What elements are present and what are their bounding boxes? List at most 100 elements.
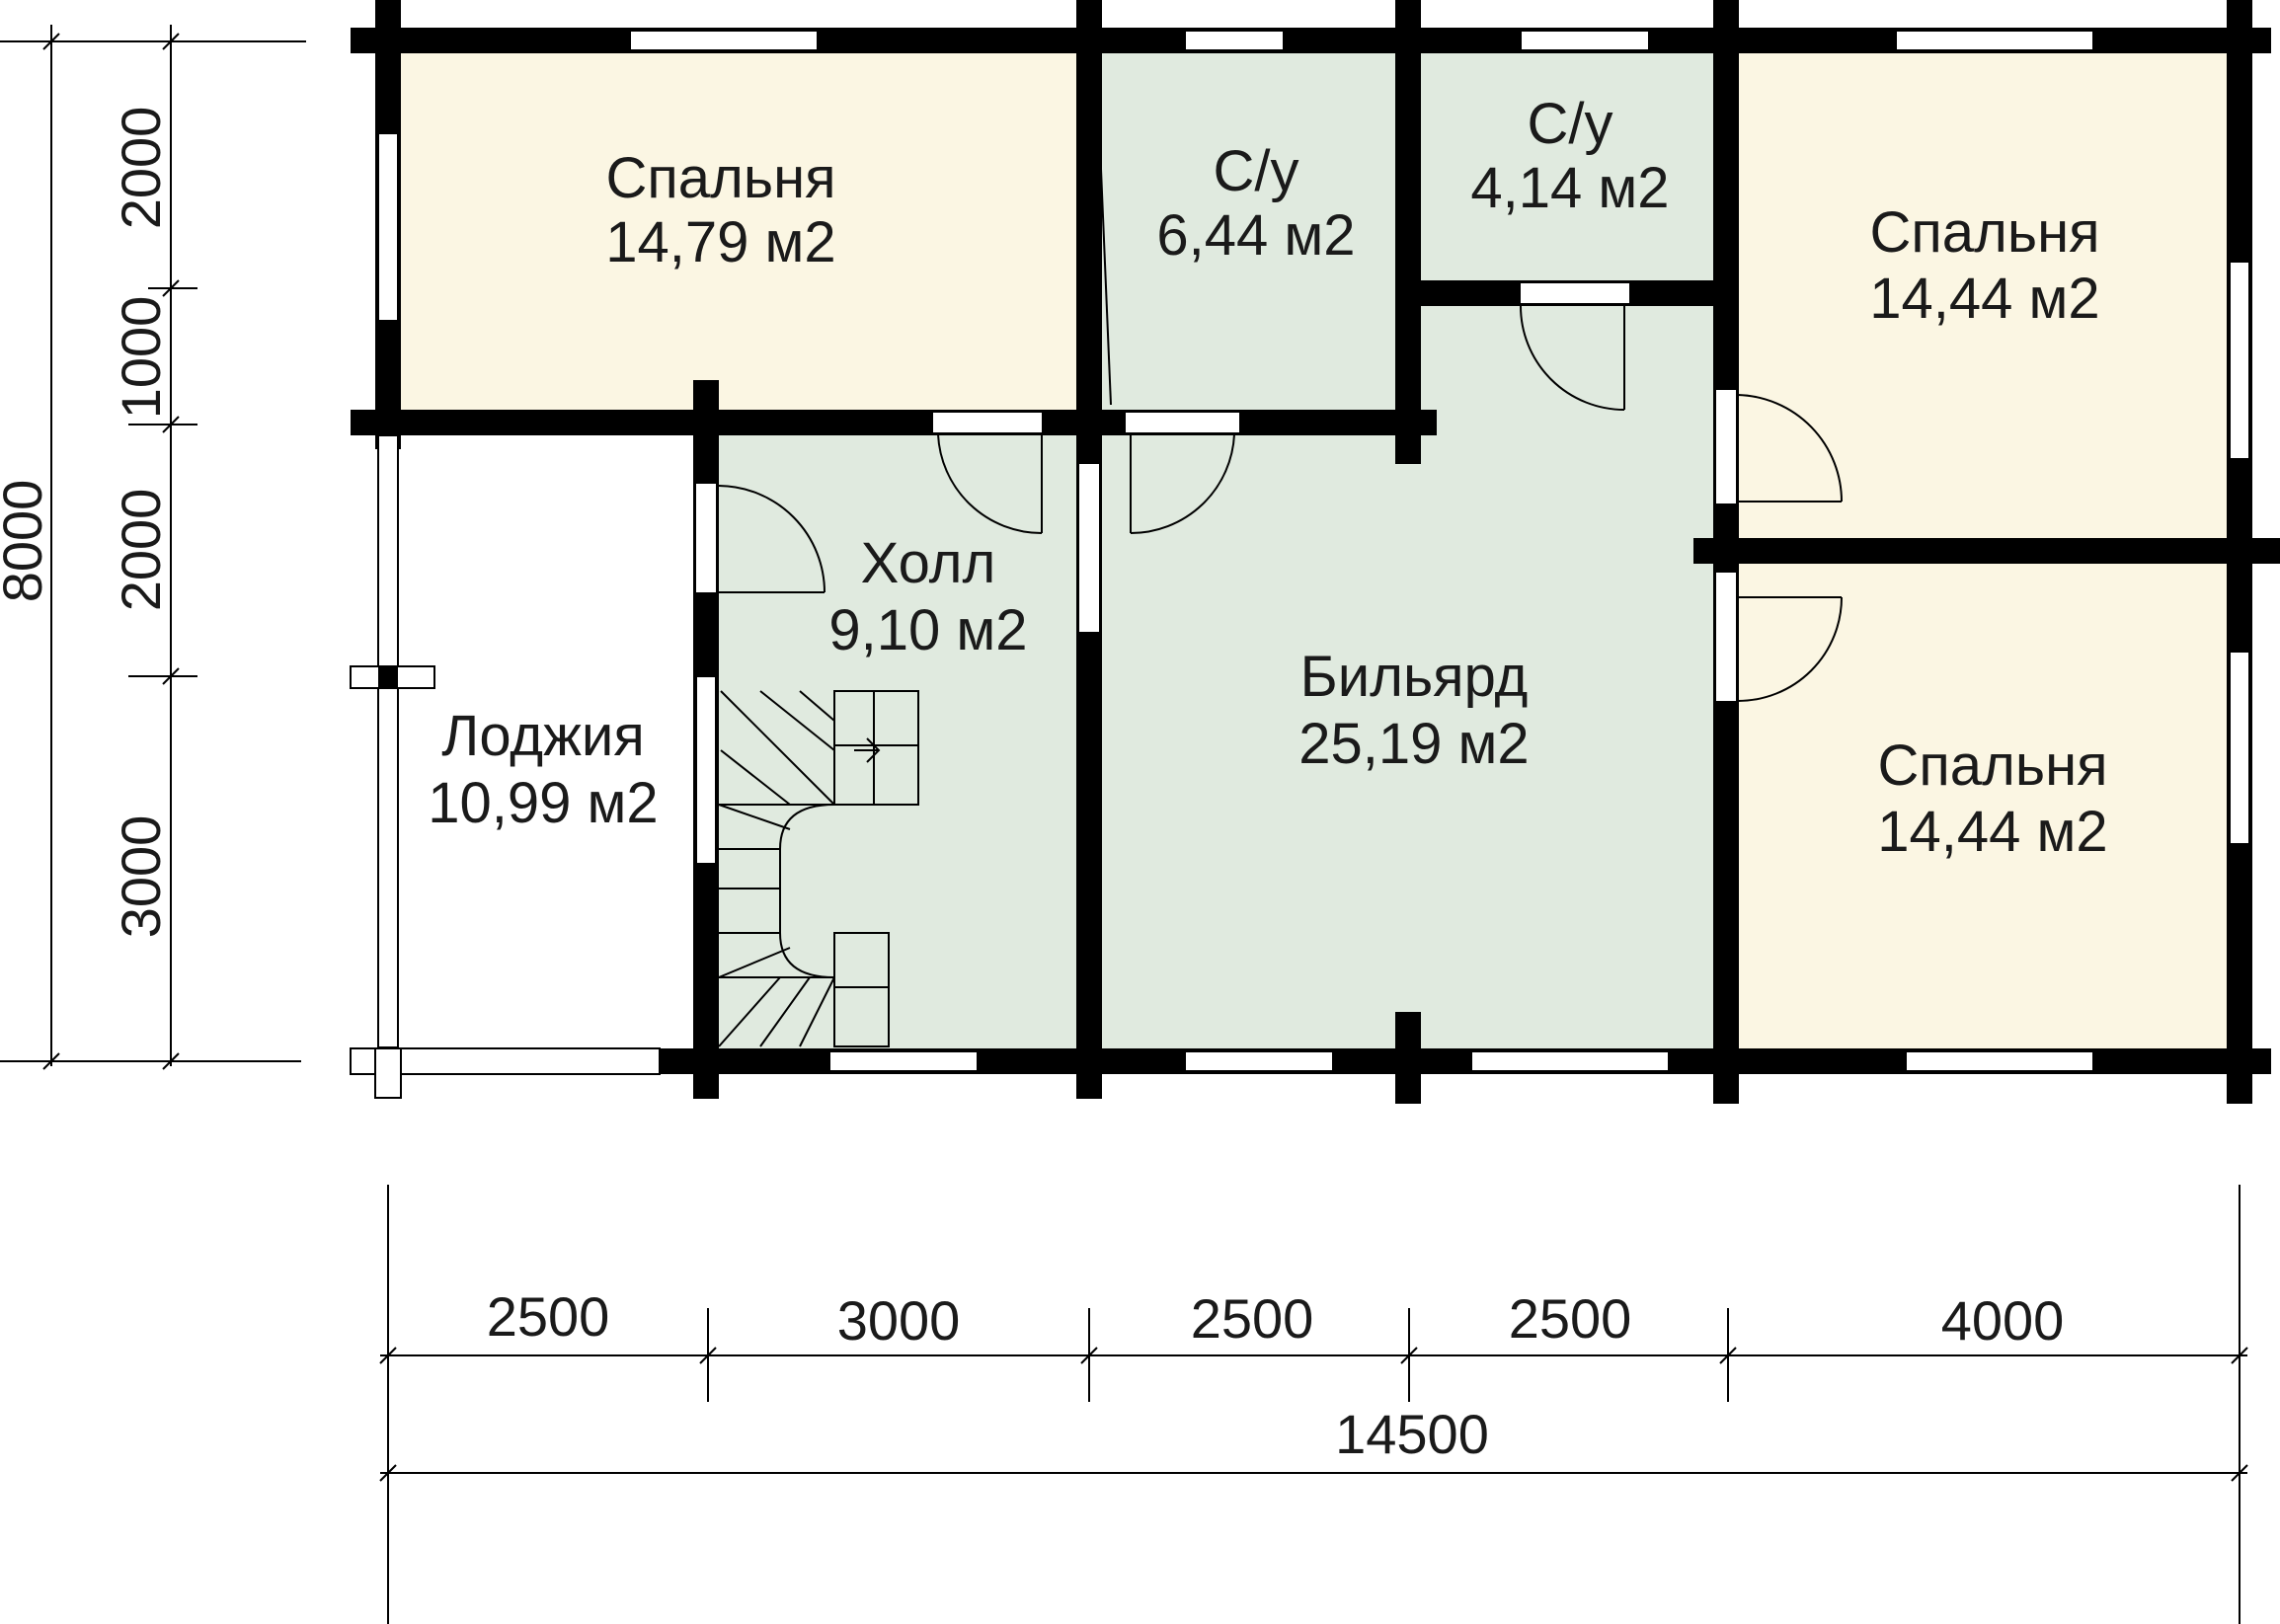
window-bottom-3	[1470, 1050, 1670, 1072]
dim-tick	[1080, 1347, 1098, 1364]
loggia-post-core	[378, 666, 398, 688]
room-name-bedroom-nw: Спальня	[605, 146, 835, 210]
stair-newel	[779, 804, 835, 978]
wall-mid-left	[351, 410, 1437, 435]
dim-bottom-seg-2: 3000	[837, 1289, 961, 1352]
dim-ticks	[379, 1347, 2248, 1482]
dim-tick	[42, 1052, 60, 1070]
loggia-bottom-rail	[397, 1047, 661, 1075]
stair-winders-lower	[718, 976, 835, 1047]
stair-middle	[719, 804, 834, 978]
window-hall-left	[695, 675, 717, 865]
bottom-dimensions	[379, 1185, 2248, 1624]
opening-hall-wall	[1079, 464, 1099, 632]
opening-se-door	[1716, 573, 1736, 701]
dim-tick	[2231, 1347, 2248, 1364]
dim-tick	[699, 1347, 717, 1364]
dim-left-seg-1: 2000	[110, 107, 172, 230]
wall-stub-bottom	[1395, 1012, 1421, 1104]
window-bottom-1	[828, 1050, 979, 1072]
opening-ne-door	[1716, 390, 1736, 503]
wall-bath-divider	[1395, 0, 1421, 464]
window-bottom-4	[1905, 1050, 2094, 1072]
dim-tick	[162, 667, 180, 685]
door-bedroom-se	[1737, 596, 1843, 702]
dim-tick	[162, 416, 180, 433]
door-swings	[718, 50, 1843, 702]
window-top-2	[1184, 30, 1285, 51]
openings	[696, 283, 1736, 701]
partition-line	[1095, 50, 1112, 406]
room-name-bath-1: С/у	[1214, 139, 1299, 203]
windows	[377, 30, 2250, 1072]
room-labels: Спальня 14,79 м2 С/у 6,44 м2 С/у 4,14 м2…	[428, 92, 2107, 864]
bottom-dimension-labels: 2500 3000 2500 2500 4000 14500	[487, 1285, 2065, 1465]
window-top-4	[1895, 30, 2094, 51]
door-bath2	[1520, 305, 1625, 411]
window-bottom-2	[1184, 1050, 1334, 1072]
dim-tick	[1719, 1347, 1737, 1364]
dim-tick	[162, 279, 180, 297]
room-fill-hall	[719, 434, 1079, 1051]
window-top-3	[1520, 30, 1650, 51]
dim-bottom-total: 14500	[1335, 1403, 1489, 1465]
stair-arrow	[854, 737, 881, 763]
dim-tick	[379, 1347, 397, 1364]
room-fills	[400, 51, 2240, 1051]
loggia-left-rail	[377, 434, 399, 1048]
dim-tick	[2231, 1464, 2248, 1482]
room-name-bedroom-se: Спальня	[1877, 734, 2107, 798]
dim-ticks	[42, 33, 180, 1070]
stair-lower-run	[833, 932, 890, 1047]
door-hall-top	[937, 433, 1043, 535]
room-fill-bedroom-se	[1736, 560, 2240, 1051]
left-dimension-labels: 8000 2000 1000 2000 3000	[0, 107, 172, 939]
room-area-bedroom-se: 14,44 м2	[1877, 800, 2107, 864]
dim-left-seg-4: 3000	[110, 815, 172, 939]
room-area-bath-1: 6,44 м2	[1156, 203, 1355, 268]
room-area-loggia: 10,99 м2	[428, 771, 658, 835]
loggia-post-corner-v	[374, 1047, 402, 1099]
door-hall-left	[718, 485, 826, 593]
room-area-hall: 9,10 м2	[828, 598, 1027, 662]
room-name-bedroom-ne: Спальня	[1869, 200, 2099, 265]
staircase	[718, 690, 919, 1047]
window-right-1	[2229, 261, 2250, 460]
dim-tick	[162, 1052, 180, 1070]
wall-billiard-right	[1713, 0, 1739, 1104]
window-right-2	[2229, 651, 2250, 845]
opening-hall-left-door	[696, 484, 716, 592]
room-area-bedroom-nw: 14,79 м2	[605, 210, 835, 274]
window-left-bedroom	[377, 132, 399, 322]
dim-left-total: 8000	[0, 480, 53, 603]
room-fill-bedroom-ne	[1736, 51, 2240, 540]
room-area-bath-2: 4,14 м2	[1470, 156, 1669, 220]
stair-winders-mid	[718, 804, 791, 978]
dim-tick	[1400, 1347, 1418, 1364]
room-name-bath-2: С/у	[1528, 92, 1613, 156]
dim-bottom-seg-3: 2500	[1191, 1287, 1314, 1350]
dim-bottom-seg-1: 2500	[487, 1285, 610, 1348]
opening-bath2-door	[1521, 283, 1629, 303]
dim-bottom-seg-4: 2500	[1509, 1287, 1632, 1350]
dim-tick	[162, 33, 180, 50]
dim-left-seg-3: 2000	[110, 489, 172, 612]
window-top-1	[629, 30, 819, 51]
room-name-hall: Холл	[861, 531, 996, 595]
loggia-outline	[350, 434, 661, 1099]
dim-tick	[379, 1464, 397, 1482]
room-area-billiard: 25,19 м2	[1298, 712, 1529, 776]
dim-left-seg-2: 1000	[110, 296, 172, 420]
room-name-loggia: Лоджия	[441, 704, 645, 768]
dim-tick	[42, 33, 60, 50]
room-fill-bath-2	[1420, 51, 1716, 290]
room-name-billiard: Бильярд	[1300, 645, 1529, 709]
room-area-bedroom-ne: 14,44 м2	[1869, 267, 2099, 331]
opening-hall-top	[933, 413, 1042, 432]
dim-bottom-seg-5: 4000	[1941, 1289, 2065, 1352]
room-fill-bedroom-nw	[400, 51, 1076, 425]
left-dimensions	[0, 25, 306, 1070]
opening-billiard-top	[1126, 413, 1239, 432]
stair-winders-upper	[720, 690, 835, 806]
